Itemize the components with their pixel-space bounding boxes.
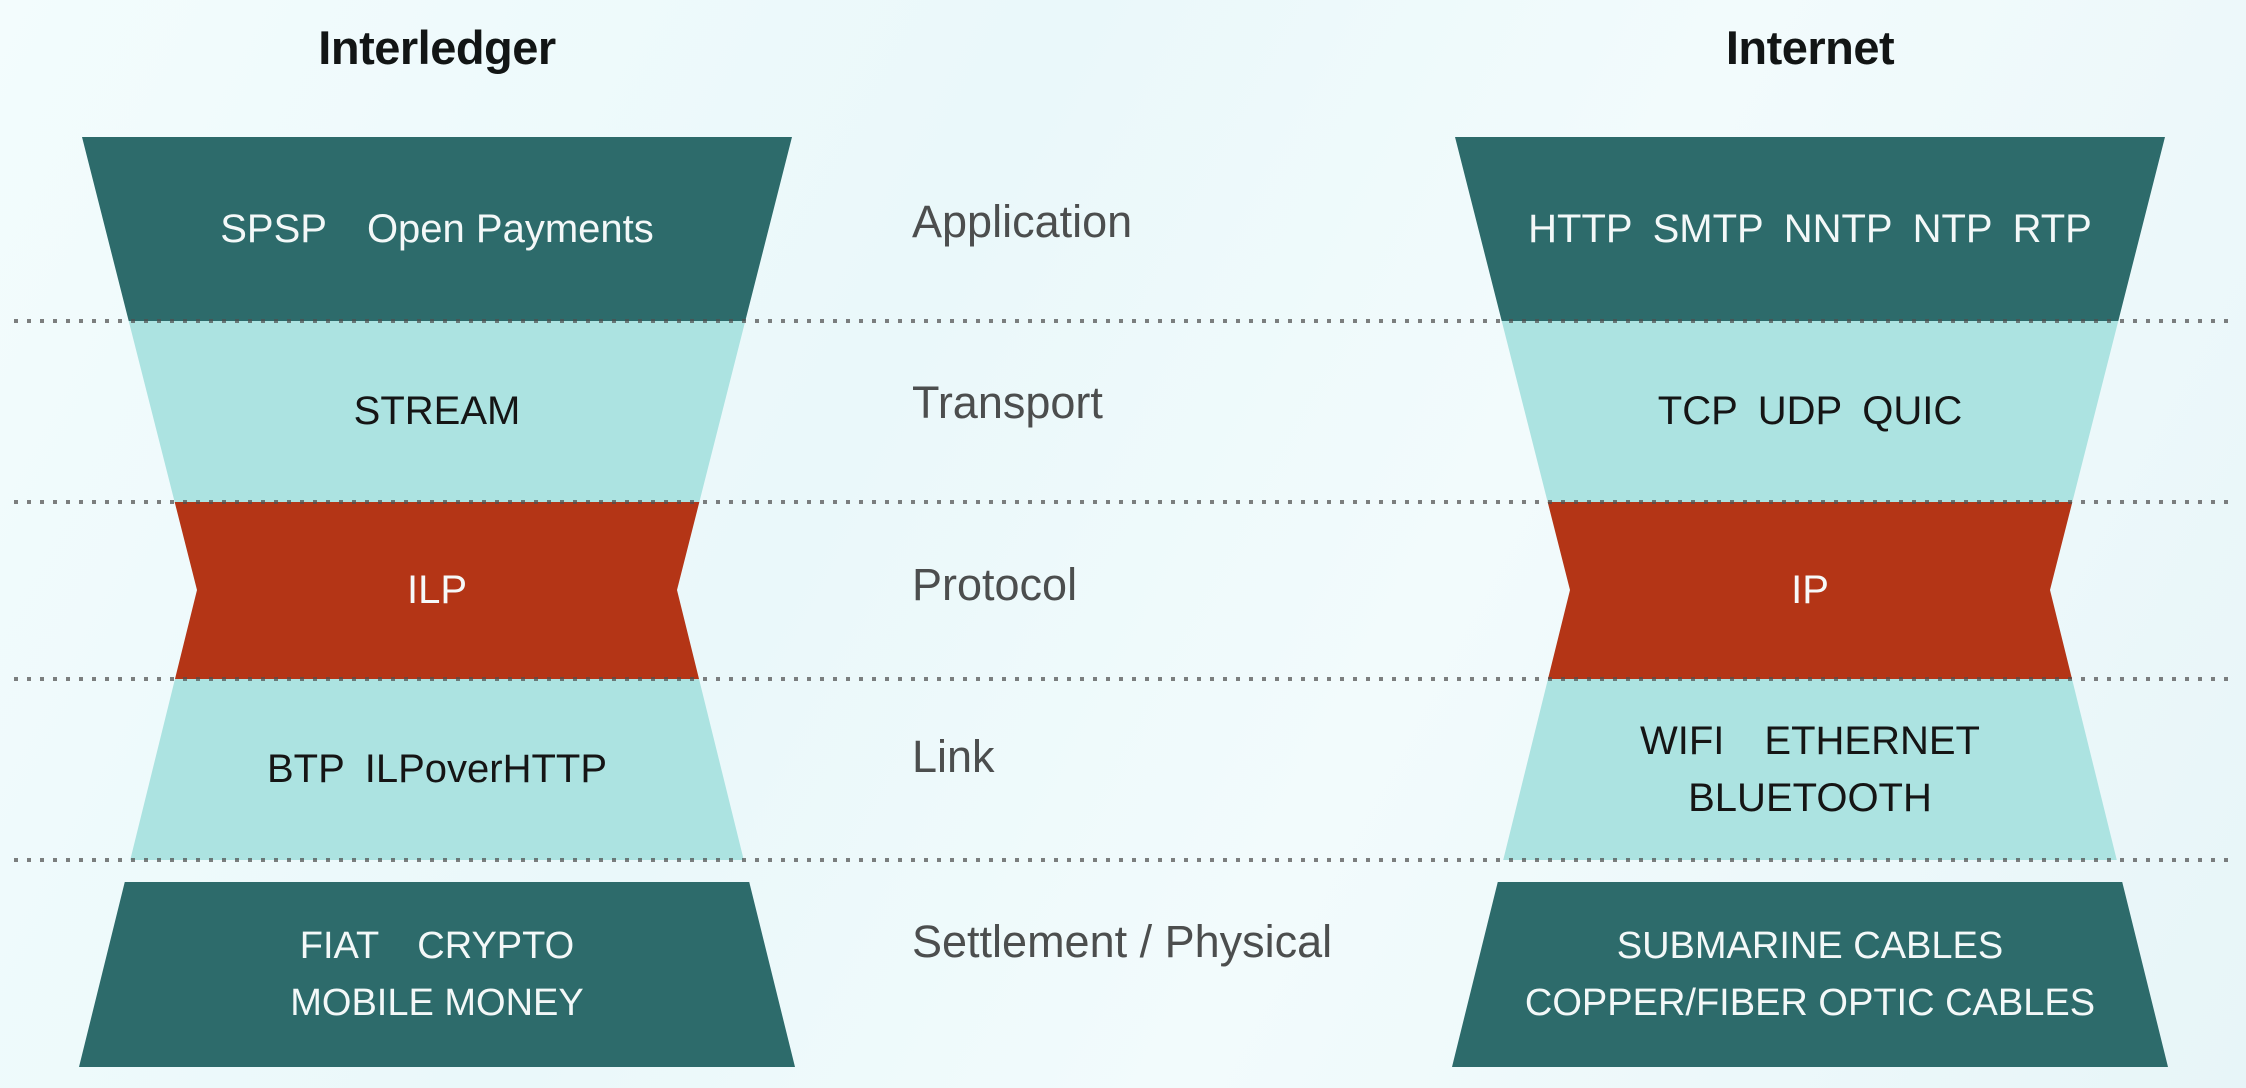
interledger-transport-text: STREAM [353, 389, 521, 433]
interledger-link-band: BTP ILPoverHTTP [79, 679, 795, 860]
internet-settlement-line1: SUBMARINE CABLES [1616, 924, 2004, 967]
interledger-application-band: SPSP Open Payments [79, 137, 795, 321]
internet-transport-text: TCP UDP QUIC [1657, 389, 1963, 433]
layer-divider-application-transport [14, 319, 2232, 323]
interledger-settlement-line1: FIAT CRYPTO [299, 924, 575, 967]
layer-divider-transport-protocol [14, 500, 2232, 504]
interledger-protocol-text: ILP [406, 568, 468, 612]
layer-divider-protocol-link [14, 677, 2232, 681]
internet-protocol-text: IP [1791, 568, 1829, 612]
internet-stack-title: Internet [1725, 21, 1895, 74]
interledger-application-text: SPSP Open Payments [220, 206, 654, 251]
layer-label-settlement: Settlement / Physical [912, 916, 1333, 967]
interledger-transport-band: STREAM [79, 321, 795, 502]
interledger-stack: SPSP Open Payments STREAM ILP BTP ILPove… [79, 137, 795, 1067]
internet-transport-band: TCP UDP QUIC [1452, 321, 2168, 502]
layer-label-protocol: Protocol [912, 559, 1078, 610]
layer-label-application: Application [912, 196, 1133, 247]
interledger-protocol-band: ILP [79, 502, 795, 679]
internet-application-band: HTTP SMTP NNTP NTP RTP [1452, 137, 2168, 321]
internet-settlement-band: SUBMARINE CABLES COPPER/FIBER OPTIC CABL… [1452, 882, 2168, 1067]
interledger-settlement-line2: MOBILE MONEY [290, 981, 584, 1024]
internet-link-band: WIFI ETHERNET BLUETOOTH [1452, 679, 2168, 860]
internet-application-text: HTTP SMTP NNTP NTP RTP [1528, 206, 2092, 251]
internet-settlement-line2: COPPER/FIBER OPTIC CABLES [1524, 981, 2096, 1024]
internet-link-line1: WIFI ETHERNET [1640, 718, 1980, 763]
layer-label-link: Link [912, 731, 995, 782]
interledger-settlement-band: FIAT CRYPTO MOBILE MONEY [79, 882, 795, 1067]
layer-label-transport: Transport [912, 377, 1103, 428]
internet-stack: HTTP SMTP NNTP NTP RTP TCP UDP QUIC IP W… [1452, 137, 2168, 1067]
layer-divider-link-settlement [14, 858, 2232, 862]
interledger-link-text: BTP ILPoverHTTP [266, 747, 608, 791]
interledger-stack-title: Interledger [318, 21, 556, 74]
internet-protocol-band: IP [1452, 502, 2168, 679]
internet-link-line2: BLUETOOTH [1688, 775, 1932, 820]
